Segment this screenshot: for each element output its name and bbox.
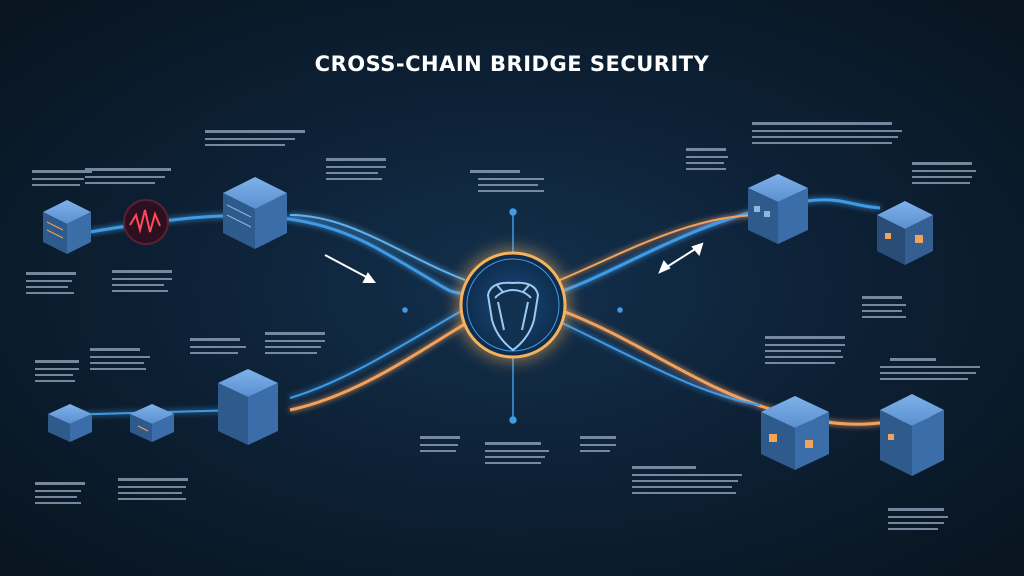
connection-line <box>89 214 471 297</box>
connection-line <box>559 214 761 281</box>
diagram-title: CROSS-CHAIN BRIDGE SECURITY <box>314 52 710 76</box>
server-icon <box>130 404 174 442</box>
connection-line <box>289 316 476 412</box>
server-icon <box>877 201 933 265</box>
server-icon <box>48 404 92 442</box>
activity-monitor-icon <box>123 199 169 245</box>
server-icon <box>880 394 944 476</box>
connection-line <box>289 305 471 399</box>
server-icon <box>761 396 829 470</box>
spoke-dot <box>509 416 517 424</box>
connection-line <box>559 308 931 426</box>
server-nodes <box>43 174 944 476</box>
server-icon <box>748 174 808 244</box>
illegible-label-blocks <box>26 122 980 530</box>
connection-line <box>559 321 761 406</box>
spoke-dot <box>617 307 623 313</box>
arrow-icon <box>324 242 704 283</box>
connection-line <box>289 214 466 281</box>
spoke-dot <box>402 307 408 313</box>
server-icon <box>223 177 287 249</box>
lock-icon <box>457 249 569 361</box>
server-icon <box>218 369 278 445</box>
server-icon <box>43 200 91 254</box>
connection-line <box>559 198 881 294</box>
spoke-dot <box>509 208 517 216</box>
